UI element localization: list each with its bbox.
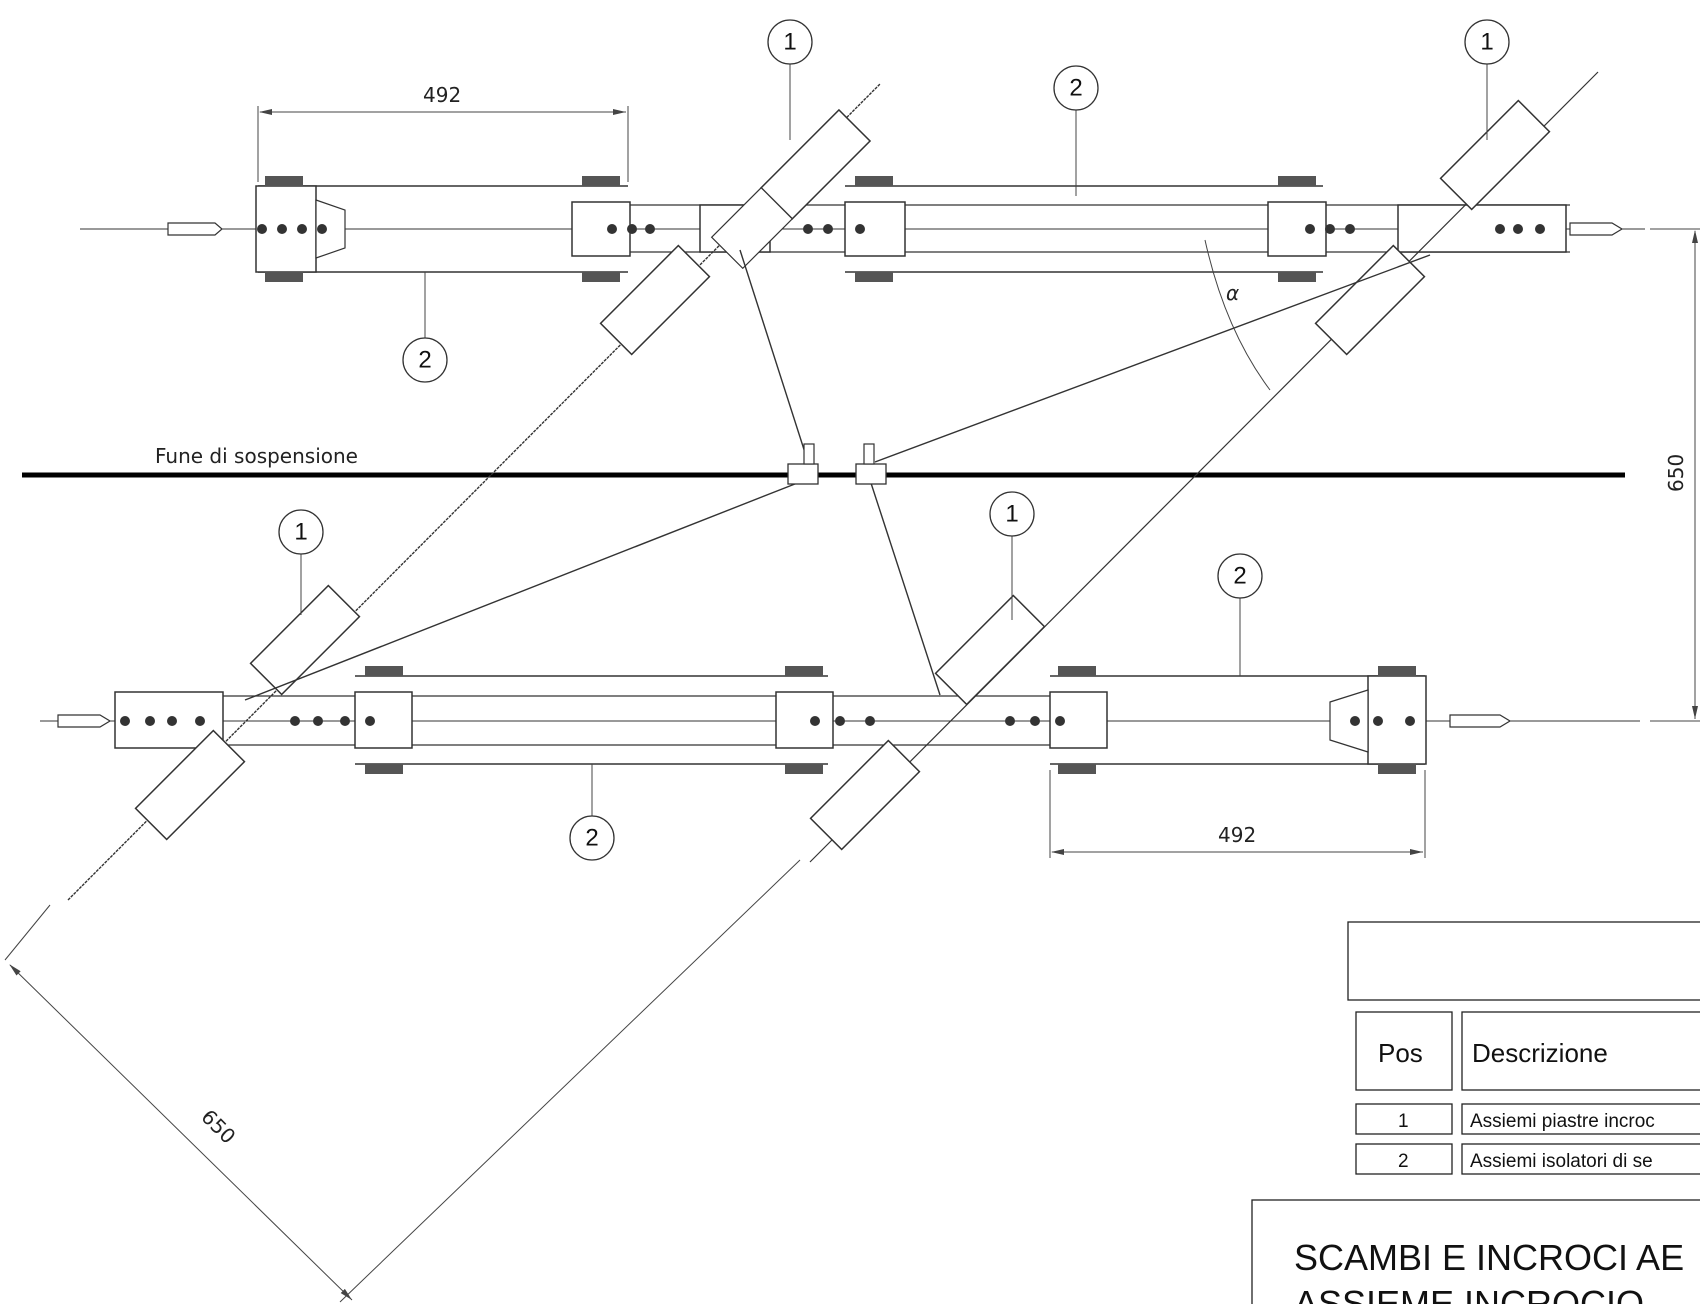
- svg-text:1: 1: [1480, 29, 1493, 56]
- svg-text:1: 1: [1005, 501, 1018, 528]
- dimension-top-492: [257, 106, 629, 182]
- callout-bubble: 2: [1217, 553, 1263, 676]
- diagonal-wires: [67, 71, 1599, 901]
- dimension-diagonal-value: 650: [196, 1105, 240, 1149]
- svg-text:2: 2: [418, 347, 431, 374]
- parts-table: [1347, 921, 1700, 1175]
- dimension-vertical-value: 650: [1664, 454, 1688, 492]
- callout-bubble: 1: [767, 19, 813, 140]
- angle-arc: [1204, 239, 1271, 391]
- callout-bubble: 2: [402, 272, 448, 383]
- svg-text:1: 1: [294, 519, 307, 546]
- table-row-desc: Assiemi isolatori di se: [1470, 1151, 1653, 1172]
- callout-bubble: 2: [1053, 65, 1099, 196]
- bottom-wire-assembly: [40, 666, 1640, 774]
- svg-text:2: 2: [1233, 563, 1246, 590]
- callout-bubble: 1: [278, 509, 324, 615]
- table-header-pos: Pos: [1378, 1038, 1423, 1068]
- title-block: [1251, 1199, 1700, 1304]
- dimension-vertical-650: [1650, 228, 1700, 722]
- table-header-desc: Descrizione: [1472, 1038, 1608, 1068]
- angle-alpha: α: [1226, 281, 1239, 305]
- callout-bubble: 2: [569, 764, 615, 861]
- callout-bubble: 1: [989, 491, 1035, 620]
- table-row-pos: 2: [1398, 1151, 1409, 1172]
- title-line-1: SCAMBI E INCROCI AE: [1294, 1237, 1684, 1278]
- table-row-pos: 1: [1398, 1111, 1409, 1132]
- svg-text:2: 2: [585, 825, 598, 852]
- title-line-2: ASSIEME INCROCIO: [1294, 1283, 1644, 1304]
- dimension-bottom-value: 492: [1218, 823, 1256, 847]
- svg-text:2: 2: [1069, 75, 1082, 102]
- callout-bubble: 1: [1464, 19, 1510, 140]
- table-row-desc: Assiemi piastre incroc: [1470, 1111, 1655, 1132]
- dimension-bottom-492: [1049, 770, 1426, 858]
- dimension-diagonal-650: [4, 859, 801, 1303]
- dimension-top-value: 492: [423, 83, 461, 107]
- svg-text:1: 1: [783, 29, 796, 56]
- suspension-cable-label: Fune di sospensione: [155, 444, 358, 468]
